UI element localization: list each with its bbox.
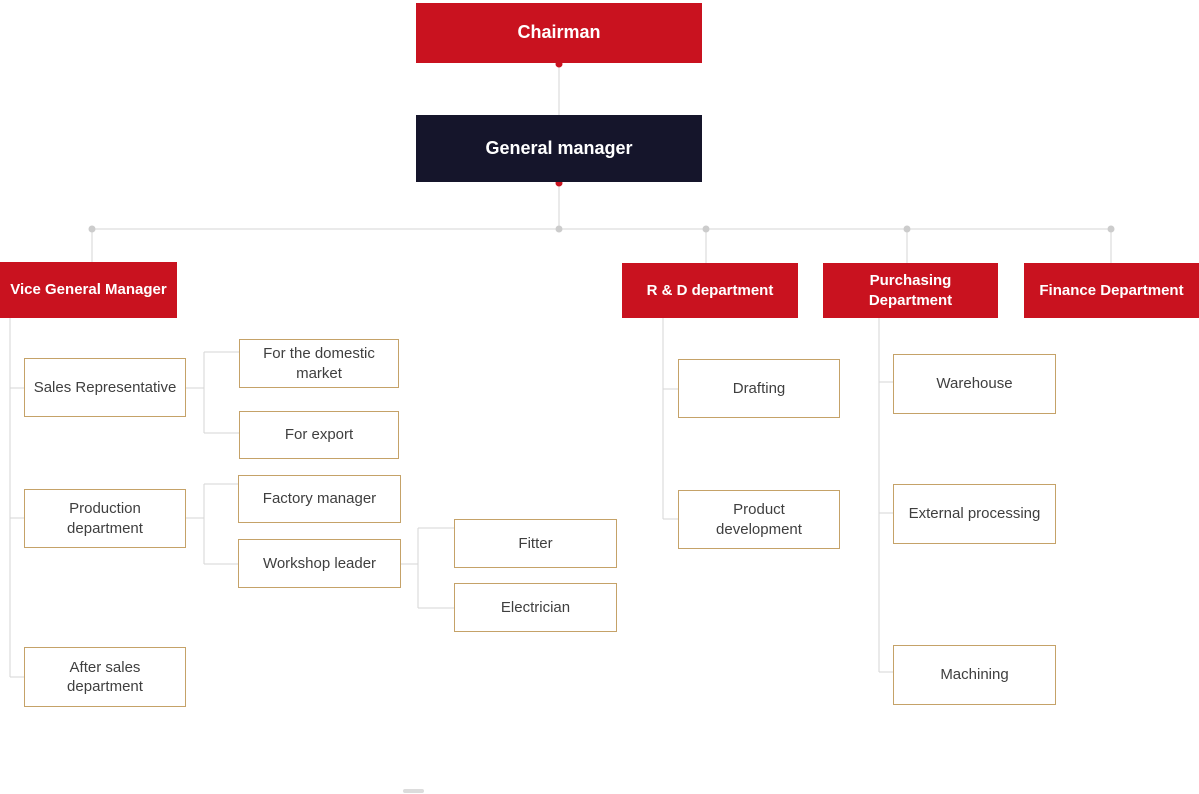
node-for-export: For export bbox=[239, 411, 399, 459]
node-sales-representative: Sales Representative bbox=[24, 358, 186, 417]
node-production-department: Production department bbox=[24, 489, 186, 548]
node-drafting: Drafting bbox=[678, 359, 840, 418]
node-vice-general-manager-label: Vice General Manager bbox=[10, 281, 167, 299]
node-fitter: Fitter bbox=[454, 519, 617, 568]
node-purchasing-department: Purchasing Department bbox=[823, 263, 998, 318]
node-for-the-domestic-market: For the domestic market bbox=[239, 339, 399, 388]
node-chairman-label: Chairman bbox=[517, 22, 601, 43]
node-rnd-department: R & D department bbox=[622, 263, 798, 318]
node-fitter-label: Fitter bbox=[518, 534, 553, 552]
node-vice-general-manager: Vice General Manager bbox=[0, 262, 177, 318]
trunk-connectors bbox=[91, 63, 1112, 263]
node-external-processing: External processing bbox=[893, 484, 1056, 544]
node-sales-representative-label: Sales Representative bbox=[33, 378, 177, 396]
node-factory-manager-label: Factory manager bbox=[262, 490, 377, 508]
node-external-processing-label: External processing bbox=[908, 505, 1041, 523]
node-rnd-department-label: R & D department bbox=[646, 281, 774, 299]
node-general-manager: General manager bbox=[416, 115, 702, 182]
horizontal-scrollbar-thumb[interactable] bbox=[403, 789, 424, 793]
purchasing-branch-connectors bbox=[878, 318, 893, 673]
node-for-export-label: For export bbox=[284, 426, 354, 444]
node-product-development: Product development bbox=[678, 490, 840, 549]
node-product-development-label: Product development bbox=[716, 501, 802, 538]
node-finance-department: Finance Department bbox=[1024, 263, 1199, 318]
node-warehouse-label: Warehouse bbox=[936, 375, 1013, 393]
node-after-sales-department-label: After sales department bbox=[67, 658, 143, 696]
vgm-branch-connectors bbox=[9, 318, 454, 678]
node-electrician: Electrician bbox=[454, 583, 617, 632]
node-for-the-domestic-market-label: For the domestic market bbox=[263, 345, 375, 382]
junction-dots bbox=[88, 60, 1115, 233]
node-factory-manager: Factory manager bbox=[238, 475, 401, 523]
node-workshop-leader-label: Workshop leader bbox=[262, 554, 377, 572]
node-purchasing-department-label: Purchasing Department bbox=[868, 272, 953, 309]
node-machining-label: Machining bbox=[940, 666, 1009, 684]
node-electrician-label: Electrician bbox=[500, 598, 571, 616]
node-workshop-leader: Workshop leader bbox=[238, 539, 401, 588]
node-drafting-label: Drafting bbox=[732, 379, 786, 397]
rnd-branch-connectors bbox=[662, 318, 678, 520]
node-production-department-label: Production department bbox=[67, 500, 143, 537]
node-after-sales-department: After sales department bbox=[24, 647, 186, 707]
node-machining: Machining bbox=[893, 645, 1056, 705]
node-warehouse: Warehouse bbox=[893, 354, 1056, 414]
node-general-manager-label: General manager bbox=[485, 137, 633, 158]
node-chairman: Chairman bbox=[416, 3, 702, 63]
node-finance-department-label: Finance Department bbox=[1039, 281, 1184, 299]
